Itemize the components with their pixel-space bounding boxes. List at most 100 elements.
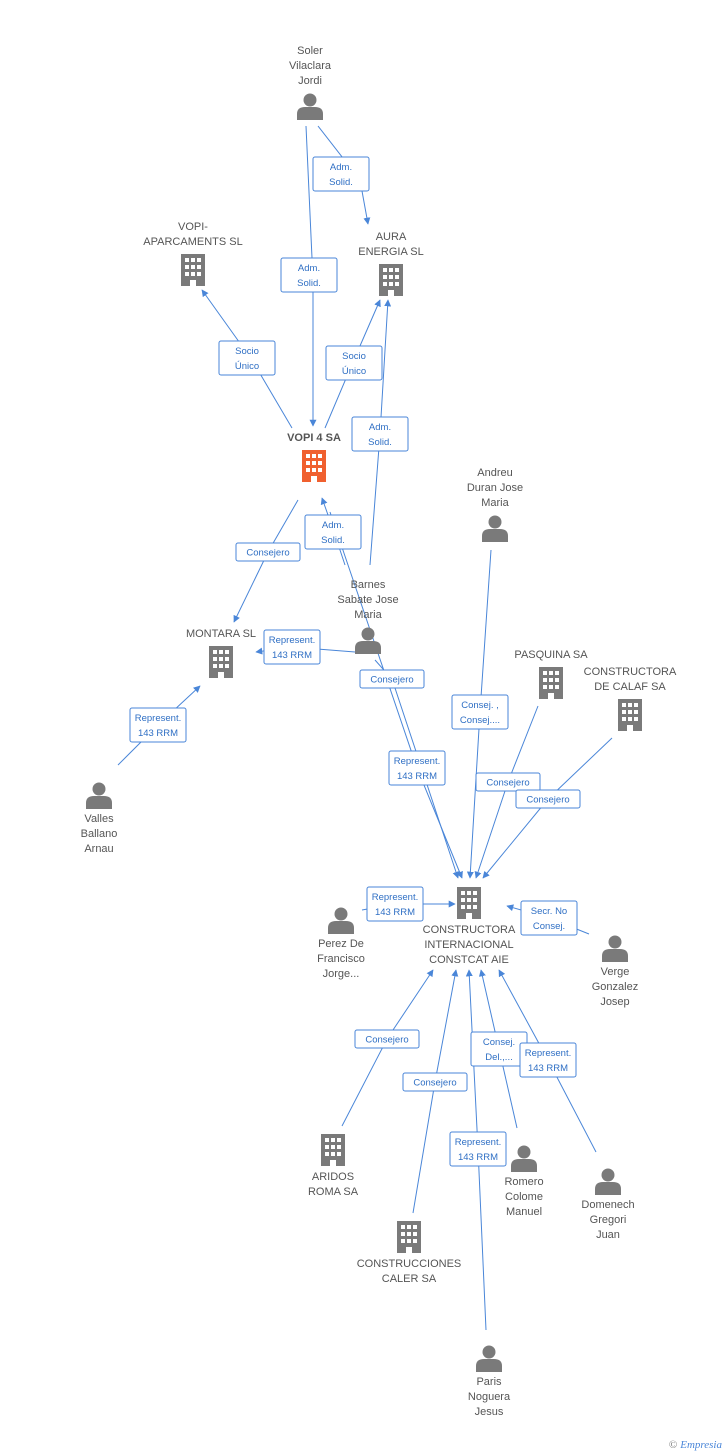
- relation-label[interactable]: Represent.143 RRM: [519, 1042, 577, 1078]
- relation-label-box: [515, 789, 581, 809]
- person-icon: [602, 935, 628, 962]
- relation-label-box: [351, 416, 409, 452]
- relation-label-text: Consej.: [483, 1037, 515, 1048]
- relation-label-text: Represent.: [455, 1137, 501, 1148]
- relation-label[interactable]: Represent. 143 RRM: [366, 886, 424, 922]
- node-label: VOPI-: [178, 221, 208, 233]
- relation-label[interactable]: Represent. 143 RRM: [129, 707, 187, 743]
- relation-label-text: Solid.: [329, 177, 353, 188]
- relation-label[interactable]: Represent. 143 RRM: [388, 750, 446, 786]
- copyright-symbol: ©: [668, 1439, 678, 1451]
- relation-label[interactable]: Represent.143 RRM: [263, 629, 321, 665]
- relation-label-text: Represent.: [394, 756, 440, 767]
- relation-label-box: [325, 345, 383, 381]
- relation-label[interactable]: Represent.143 RRM: [449, 1131, 507, 1167]
- company-node[interactable]: VOPI- APARCAMENTS SL: [143, 221, 243, 286]
- relation-label-text: Represent.: [135, 713, 181, 724]
- relation-label[interactable]: Adm.Solid.: [304, 514, 362, 550]
- relation-label-text: Adm.: [330, 162, 352, 173]
- relation-label-text: Socio: [342, 351, 366, 362]
- node-label: APARCAMENTS SL: [143, 236, 242, 248]
- node-label: CALER SA: [382, 1273, 437, 1285]
- relation-label-text: Consej....: [460, 715, 500, 726]
- building-icon: [539, 667, 563, 699]
- relation-label-text: 143 RRM: [138, 728, 178, 739]
- relation-label-box: [304, 514, 362, 550]
- person-icon: [355, 627, 381, 654]
- relation-label-text: Consejero: [365, 1035, 408, 1046]
- relation-label[interactable]: Consejero: [475, 772, 541, 792]
- relation-label-text: Adm.: [322, 520, 344, 531]
- relation-label[interactable]: Consej. , Consej....: [451, 694, 509, 730]
- relation-label-text: 143 RRM: [375, 907, 415, 918]
- relation-label-text: Socio: [235, 346, 259, 357]
- brand-watermark: ©Empresia: [669, 1439, 722, 1451]
- node-label: Jordi: [298, 75, 322, 87]
- relation-label-box: [475, 772, 541, 792]
- company-node[interactable]: CONSTRUCCIONES CALER SA: [357, 1221, 462, 1285]
- relation-label-box: [312, 156, 370, 192]
- node-label: Maria: [481, 497, 509, 509]
- node-label: ARIDOS: [312, 1171, 354, 1183]
- node-label: Paris: [476, 1376, 502, 1388]
- relation-label-text: 143 RRM: [397, 771, 437, 782]
- person-node[interactable]: Perez DeFranciscoJorge...: [317, 907, 365, 981]
- relation-label-text: Consej. ,: [461, 700, 499, 711]
- company-node[interactable]: VOPI 4 SA: [287, 432, 341, 482]
- relation-label-box: [519, 1042, 577, 1078]
- company-node[interactable]: PASQUINA SA: [514, 649, 588, 699]
- relation-label[interactable]: Consejero: [515, 789, 581, 809]
- relation-label[interactable]: Consejero: [359, 669, 425, 689]
- relation-label[interactable]: Adm.Solid.: [280, 257, 338, 293]
- node-label: Ballano: [81, 828, 118, 840]
- person-icon: [482, 515, 508, 542]
- building-icon: [397, 1221, 421, 1253]
- node-label: CONSTRUCCIONES: [357, 1258, 462, 1270]
- relation-label[interactable]: Consej.Del.,...: [470, 1031, 528, 1067]
- relation-label[interactable]: Consejero: [354, 1029, 420, 1049]
- relation-label-box: [359, 669, 425, 689]
- relation-label-text: Represent.: [372, 892, 418, 903]
- company-node[interactable]: MONTARA SL: [186, 628, 256, 678]
- person-icon: [86, 782, 112, 809]
- node-label: Valles: [84, 813, 114, 825]
- relation-label-text: Consejero: [413, 1078, 456, 1089]
- relation-label-text: Consejero: [486, 778, 529, 789]
- relation-label-box: [235, 542, 301, 562]
- relation-label[interactable]: Adm. Solid.: [312, 156, 370, 192]
- node-label: CONSTRUCTORA: [584, 666, 677, 678]
- relation-label-box: [218, 340, 276, 376]
- node-label: Colome: [505, 1191, 543, 1203]
- node-label: Arnau: [84, 843, 113, 855]
- relation-label-text: Único: [235, 361, 259, 372]
- node-label: INTERNACIONAL: [424, 939, 513, 951]
- relation-edge: [329, 511, 463, 879]
- relation-label[interactable]: Consejero: [402, 1072, 468, 1092]
- person-icon: [595, 1168, 621, 1195]
- node-label: VOPI 4 SA: [287, 432, 341, 444]
- relation-label-text: 143 RRM: [272, 650, 312, 661]
- relation-label-box: [366, 886, 424, 922]
- relation-label[interactable]: Adm.Solid.: [351, 416, 409, 452]
- node-label: Vilaclara: [289, 60, 332, 72]
- node-label: PASQUINA SA: [514, 649, 588, 661]
- relation-label-box: [263, 629, 321, 665]
- relation-label-text: Solid.: [297, 278, 321, 289]
- node-label: Juan: [596, 1229, 620, 1241]
- relation-label[interactable]: Consejero: [235, 542, 301, 562]
